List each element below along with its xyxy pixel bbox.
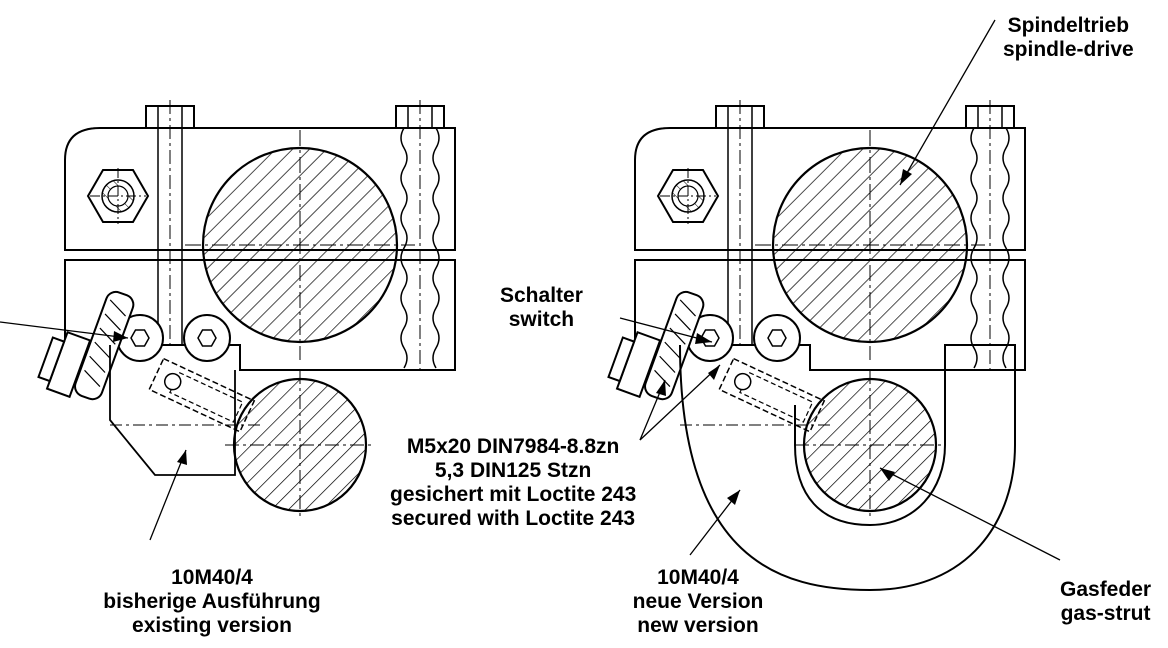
gas-strut-label: Gasfeder gas-strut <box>1060 578 1152 625</box>
spindle-drive-label: Spindeltrieb spindle-drive <box>1003 14 1134 61</box>
new-version-drawing <box>604 98 1027 592</box>
existing-version-drawing <box>0 98 457 541</box>
switch-label: Schalter switch <box>500 284 583 331</box>
new-version-label: 10M40/4 neue Version new version <box>632 566 764 637</box>
existing-version-label: 10M40/4 bisherige Ausführung existing ve… <box>103 566 321 637</box>
leader-lines <box>619 19 1061 561</box>
screw-spec-label: M5x20 DIN7984-8.8zn 5,3 DIN125 Stzn gesi… <box>390 435 637 530</box>
